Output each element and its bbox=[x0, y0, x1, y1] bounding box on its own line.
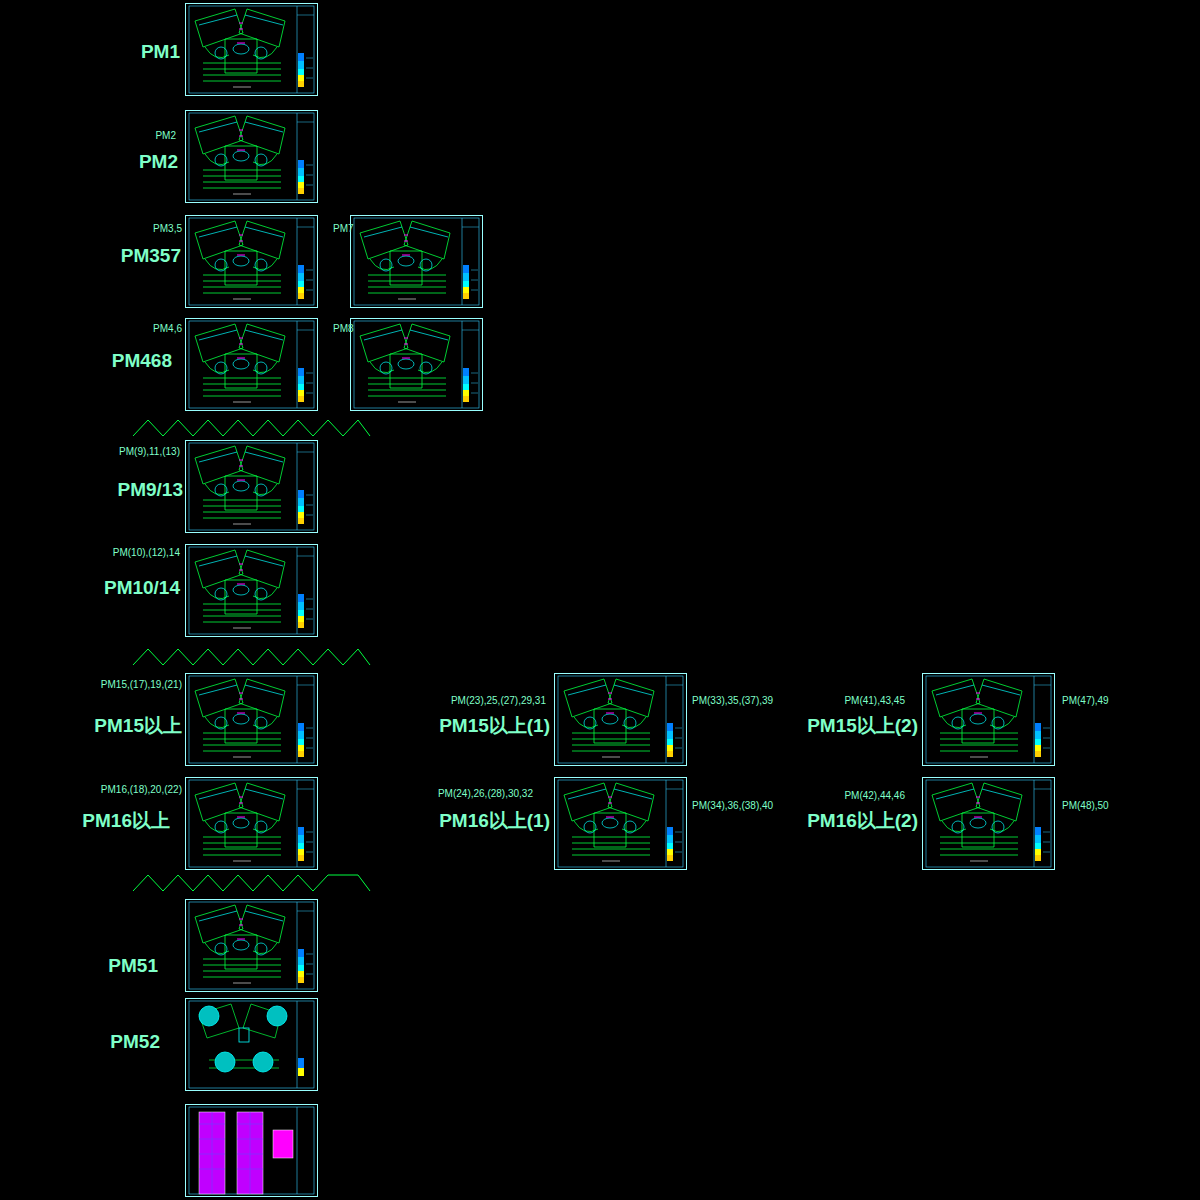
drawing-sheet bbox=[555, 674, 687, 766]
drawing-sheet bbox=[186, 778, 318, 870]
sheet-title: PM51 bbox=[108, 956, 158, 977]
sheet-title: PM15以上 bbox=[94, 716, 182, 737]
drawing-sheet bbox=[186, 900, 318, 992]
drawing-sheet bbox=[186, 319, 318, 411]
sheet-number-list: PM(33),35,(37),39 bbox=[692, 695, 773, 706]
drawing-sheet bbox=[351, 319, 483, 411]
sheet-title: PM15以上(1) bbox=[439, 716, 550, 737]
sheet-title: PM468 bbox=[112, 351, 172, 372]
drawing-sheet bbox=[923, 674, 1055, 766]
drawing-sheet bbox=[923, 778, 1055, 870]
drawing-sheet bbox=[186, 545, 318, 637]
sheet-number-list: PM2 bbox=[155, 130, 176, 141]
sheet-title: PM16以上(2) bbox=[807, 811, 918, 832]
sheet-number-list: PM(41),43,45 bbox=[844, 695, 905, 706]
sheet-title: PM10/14 bbox=[104, 578, 180, 599]
sheet-number-list: PM(42),44,46 bbox=[844, 790, 905, 801]
sheet-number-list: PM(23),25,(27),29,31 bbox=[451, 695, 546, 706]
drawing-sheets bbox=[186, 4, 1055, 1197]
sheet-number-list: PM(10),(12),14 bbox=[113, 547, 180, 558]
sheet-title: PM16以上(1) bbox=[439, 811, 550, 832]
sheet-number-list: PM16,(18),20,(22) bbox=[101, 784, 182, 795]
sheet-title: PM1 bbox=[141, 42, 180, 63]
sheet-number-list: PM8 bbox=[333, 323, 354, 334]
drawing-sheet bbox=[186, 4, 318, 96]
sheet-number-list: PM(9),11,(13) bbox=[119, 446, 180, 457]
drawing-sheet bbox=[351, 216, 483, 308]
sheet-title: PM16以上 bbox=[82, 811, 170, 832]
drawing-sheet bbox=[186, 441, 318, 533]
break-line bbox=[133, 420, 370, 436]
sheet-number-list: PM4,6 bbox=[153, 323, 182, 334]
sheet-title: PM357 bbox=[121, 246, 181, 267]
sheet-title: PM2 bbox=[139, 152, 178, 173]
sheet-number-list: PM3,5 bbox=[153, 223, 182, 234]
drawing-sheet bbox=[186, 674, 318, 766]
drawing-sheet bbox=[186, 999, 318, 1091]
sheet-number-list: PM(34),36,(38),40 bbox=[692, 800, 773, 811]
sheet-number-list: PM7 bbox=[333, 223, 354, 234]
sheet-number-list: PM(48),50 bbox=[1062, 800, 1109, 811]
sheet-number-list: PM(47),49 bbox=[1062, 695, 1109, 706]
sheet-title: PM52 bbox=[110, 1032, 160, 1053]
drawing-sheet bbox=[186, 1105, 318, 1197]
sheet-title: PM9/13 bbox=[118, 480, 183, 501]
sheet-title: PM15以上(2) bbox=[807, 716, 918, 737]
break-line bbox=[133, 649, 370, 665]
sheet-number-list: PM15,(17),19,(21) bbox=[101, 679, 182, 690]
drawing-sheet bbox=[186, 216, 318, 308]
sheet-number-list: PM(24),26,(28),30,32 bbox=[438, 788, 533, 799]
break-line bbox=[133, 875, 370, 891]
drawing-sheet bbox=[555, 778, 687, 870]
drawing-sheet bbox=[186, 111, 318, 203]
